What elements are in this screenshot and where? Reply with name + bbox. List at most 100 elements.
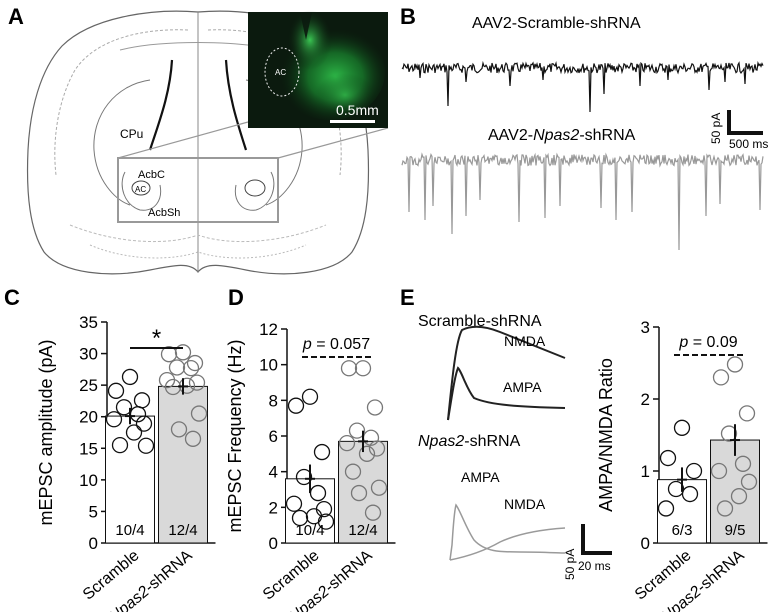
chart-c-data-point xyxy=(182,359,200,377)
chart-c-y-axis-label: mEPSC amplitude (pA) xyxy=(36,339,56,525)
chart-d-y-tick-label: 2 xyxy=(269,498,278,517)
chart-d-data-point xyxy=(358,445,376,462)
chart-d-data-point xyxy=(287,397,305,414)
chart-e-data-point xyxy=(710,462,728,480)
chart-c-significance-star: * xyxy=(152,325,161,352)
chart-c-y-tick-label: 5 xyxy=(89,502,98,521)
scramble-mepsc-trace xyxy=(401,60,764,113)
chart-d-p-value: = 0.057 xyxy=(312,336,370,353)
chart-c-data-point xyxy=(115,399,133,416)
trace2-title: AAV2-Npas2-shRNA xyxy=(488,127,636,144)
chart-c-y-tick-label: 0 xyxy=(89,534,98,553)
chart-d-y-tick-label: 6 xyxy=(269,427,278,446)
e-scale-bar xyxy=(581,524,612,555)
trace-scale-y: 50 pA xyxy=(709,113,723,144)
e-scale-y: 50 pA xyxy=(563,549,577,580)
chart-d-data-point xyxy=(350,484,368,502)
chart-c-bar-npas2 xyxy=(158,385,208,544)
chart-c-data-point xyxy=(174,344,192,361)
chart-d-y-tick-label: 8 xyxy=(269,391,278,410)
chart-d-data-point xyxy=(366,399,384,416)
region-label-ac: AC xyxy=(135,185,146,194)
panel-label-d: D xyxy=(228,285,244,310)
panel-label-c: C xyxy=(4,285,20,310)
e-scale-x: 20 ms xyxy=(578,559,611,573)
chart-e-data-point xyxy=(681,485,699,503)
chart-d-p-label: p = 0.057 xyxy=(302,336,370,353)
scramble-ampa-trace xyxy=(447,366,566,421)
chart-e-data-point xyxy=(720,425,738,442)
region-label-acbsh: AcbSh xyxy=(148,207,180,219)
region-label-cpu: CPu xyxy=(120,127,143,141)
chart-d-p-symbol: p xyxy=(302,336,312,353)
region-label-acbc: AcbC xyxy=(138,169,165,181)
chart-c-data-point xyxy=(107,382,125,399)
chart-e-data-point xyxy=(712,369,730,386)
ventral-contours xyxy=(69,224,327,243)
e-label-ampa-1: AMPA xyxy=(503,379,542,395)
e-label-nmda-1: NMDA xyxy=(504,333,546,349)
chart-e-data-point xyxy=(734,455,752,472)
chart-d-data-point xyxy=(317,513,335,530)
chart-c-y-tick-label: 30 xyxy=(79,345,98,364)
chart-d-n-label: 10/4 xyxy=(295,522,324,539)
chart-c-category-suffix: -shRNA xyxy=(142,547,196,596)
zoom-line-1 xyxy=(117,121,249,159)
trace-scale-x: 500 ms xyxy=(729,137,768,151)
inset-ac-label: AC xyxy=(275,68,286,77)
chart-c-y-tick-label: 35 xyxy=(79,313,98,332)
chart-d-bar-npas2 xyxy=(338,440,388,544)
chart-d-y-axis-label: mEPSC Frequency (Hz) xyxy=(225,339,245,532)
chart-d-data-point xyxy=(348,422,366,439)
chart-c-data-point xyxy=(186,354,204,372)
chart-c-n-label: 12/4 xyxy=(168,522,197,539)
chart-e-bar-npas2 xyxy=(710,439,760,544)
chart-e-data-point xyxy=(726,356,744,373)
chart-e-n-label: 9/5 xyxy=(725,522,746,539)
chart-e-y-axis-label: AMPA/NMDA Ratio xyxy=(596,358,616,512)
chart-d-category-suffix: -shRNA xyxy=(322,547,376,596)
chart-e-p-value: = 0.09 xyxy=(688,334,737,351)
npas2-mepsc-trace xyxy=(401,152,764,251)
chart-e-data-point xyxy=(657,500,675,517)
chart-d-data-point xyxy=(340,360,358,377)
chart-c-data-point xyxy=(121,368,139,386)
chart-e-data-point xyxy=(738,405,756,422)
chart-d-data-point xyxy=(364,504,382,521)
chart-e-y-tick-label: 3 xyxy=(641,318,650,337)
chart-c-data-point xyxy=(160,346,178,363)
chart-e-data-point xyxy=(667,480,685,498)
zoom-line-2 xyxy=(277,127,389,159)
chart-d-data-point xyxy=(285,495,303,512)
chart-c-data-point xyxy=(133,392,151,409)
npas2-ampa-trace xyxy=(449,503,566,561)
panel-label-e: E xyxy=(400,285,415,310)
chart-d-data-point xyxy=(338,434,356,452)
chart-c-data-point xyxy=(188,374,206,391)
chart-c-y-tick-label: 20 xyxy=(79,408,98,427)
ac-right xyxy=(244,179,266,197)
ventricle-right xyxy=(224,59,248,151)
chart-d-y-tick-label: 10 xyxy=(259,356,278,375)
chart-c-data-point xyxy=(168,359,186,376)
accumbens-right xyxy=(234,171,275,211)
chart-e-n-label: 6/3 xyxy=(672,522,693,539)
zoom-box xyxy=(117,157,279,223)
chart-d-data-point xyxy=(313,443,331,461)
chart-d-y-tick-label: 4 xyxy=(269,463,278,482)
inset-scale-label: 0.5mm xyxy=(336,102,379,118)
inset-ac-outline xyxy=(264,47,300,97)
scramble-nmda-trace xyxy=(447,325,566,421)
e-trace-title2: Npas2-shRNA xyxy=(418,433,521,450)
chart-c-y-tick-label: 10 xyxy=(79,471,98,490)
chart-e-data-point xyxy=(730,488,748,505)
ac-left xyxy=(131,180,151,196)
chart-c-data-point xyxy=(137,437,155,454)
e-label-ampa-2: AMPA xyxy=(461,469,500,485)
trace-scale-bar xyxy=(727,110,763,135)
trace1-title: AAV2-Scramble-shRNA xyxy=(472,15,641,32)
